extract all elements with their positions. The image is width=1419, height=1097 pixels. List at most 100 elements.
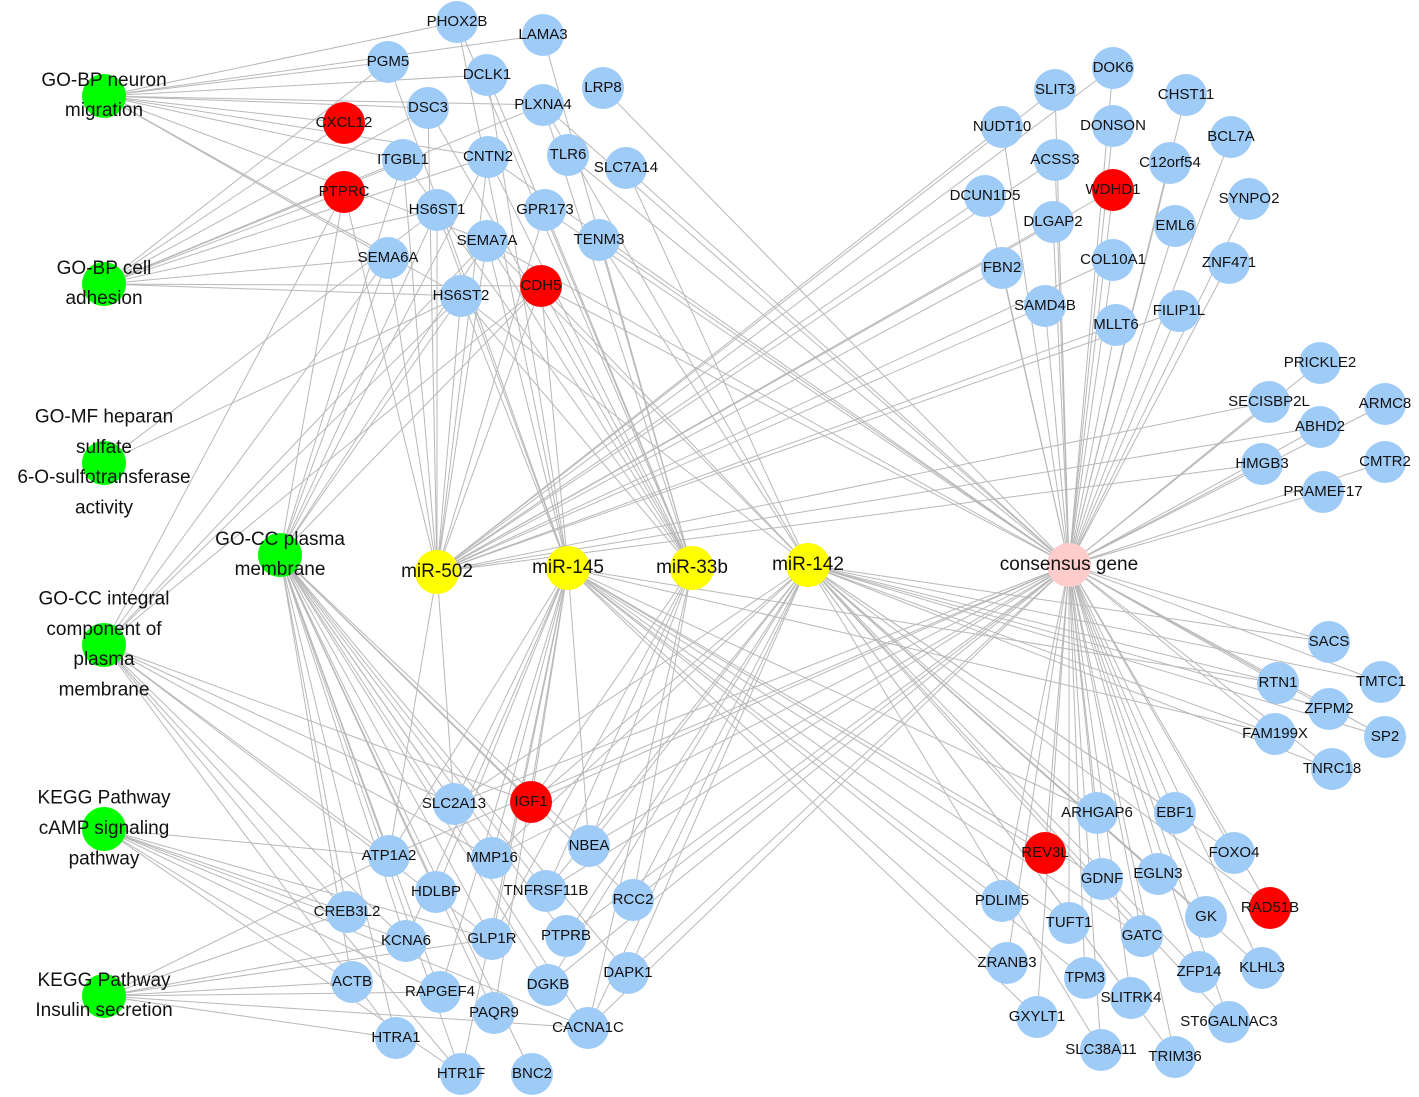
node-cxcl12[interactable]: CXCL12 xyxy=(316,102,373,144)
node-hs6st1[interactable]: HS6ST1 xyxy=(409,189,466,231)
node-circle[interactable] xyxy=(578,219,620,261)
node-nbea[interactable]: NBEA xyxy=(568,825,610,867)
node-rcc2[interactable]: RCC2 xyxy=(612,879,654,921)
node-klhl3[interactable]: KLHL3 xyxy=(1239,947,1285,989)
node-donson[interactable]: DONSON xyxy=(1080,105,1146,147)
node-circle[interactable] xyxy=(1257,662,1299,704)
node-dapk1[interactable]: DAPK1 xyxy=(603,952,653,994)
node-circle[interactable] xyxy=(986,942,1028,984)
node-foxo4[interactable]: FOXO4 xyxy=(1209,832,1260,874)
node-rapgef4[interactable]: RAPGEF4 xyxy=(405,971,475,1013)
node-circle[interactable] xyxy=(1248,381,1290,423)
node-htra1[interactable]: HTRA1 xyxy=(371,1017,421,1059)
node-circle[interactable] xyxy=(436,1,478,43)
node-circle[interactable] xyxy=(323,102,365,144)
node-circle[interactable] xyxy=(1208,242,1250,284)
node-slc38a11[interactable]: SLC38A11 xyxy=(1065,1029,1137,1071)
node-phox2b[interactable]: PHOX2B xyxy=(427,1,488,43)
node-mmp16[interactable]: MMP16 xyxy=(466,837,518,879)
node-circle[interactable] xyxy=(1299,406,1341,448)
node-circle[interactable] xyxy=(520,265,562,307)
node-circle[interactable] xyxy=(1208,1001,1250,1043)
node-fbn2[interactable]: FBN2 xyxy=(981,247,1023,289)
node-htr1f[interactable]: HTR1F xyxy=(437,1053,485,1095)
node-mir-142[interactable]: miR-142 xyxy=(772,543,844,587)
node-circle[interactable] xyxy=(1137,853,1179,895)
node-circle[interactable] xyxy=(1076,792,1118,834)
node-znf471[interactable]: ZNF471 xyxy=(1202,242,1256,284)
node-itgbl1[interactable]: ITGBL1 xyxy=(377,139,429,181)
node-dsc3[interactable]: DSC3 xyxy=(407,87,449,129)
node-circle[interactable] xyxy=(1092,169,1134,211)
node-circle[interactable] xyxy=(546,546,590,590)
node-circle[interactable] xyxy=(1165,74,1207,116)
node-circle[interactable] xyxy=(440,1053,482,1095)
node-wdhd1[interactable]: WDHD1 xyxy=(1086,169,1141,211)
node-circle[interactable] xyxy=(1308,621,1350,663)
node-circle[interactable] xyxy=(1364,716,1406,758)
node-tnfrsf11b[interactable]: TNFRSF11B xyxy=(504,870,589,912)
node-igf1[interactable]: IGF1 xyxy=(510,781,552,823)
node-circle[interactable] xyxy=(467,136,509,178)
node-circle[interactable] xyxy=(1210,116,1252,158)
node-sema6a[interactable]: SEMA6A xyxy=(358,237,419,279)
node-zranb3[interactable]: ZRANB3 xyxy=(977,942,1037,984)
node-circle[interactable] xyxy=(326,891,368,933)
node-mir-145[interactable]: miR-145 xyxy=(532,546,604,590)
node-circle[interactable] xyxy=(568,825,610,867)
node-slc7a14[interactable]: SLC7A14 xyxy=(594,147,658,189)
node-trim36[interactable]: TRIM36 xyxy=(1148,1036,1202,1078)
node-zfpm2[interactable]: ZFPM2 xyxy=(1304,688,1354,730)
node-circle[interactable] xyxy=(567,1007,609,1049)
node-lrp8[interactable]: LRP8 xyxy=(582,67,624,109)
node-circle[interactable] xyxy=(416,189,458,231)
node-circle[interactable] xyxy=(524,189,566,231)
node-circle[interactable] xyxy=(1241,947,1283,989)
node-circle[interactable] xyxy=(1154,1036,1196,1078)
node-circle[interactable] xyxy=(1154,792,1196,834)
node-circle[interactable] xyxy=(1185,896,1227,938)
node-circle[interactable] xyxy=(511,1053,553,1095)
node-circle[interactable] xyxy=(1360,661,1402,703)
node-chst11[interactable]: CHST11 xyxy=(1158,74,1214,116)
node-circle[interactable] xyxy=(415,871,457,913)
node-dgkb[interactable]: DGKB xyxy=(527,964,570,1006)
node-hs6st2[interactable]: HS6ST2 xyxy=(433,275,490,317)
node-st6galnac3[interactable]: ST6GALNAC3 xyxy=(1180,1001,1278,1043)
node-circle[interactable] xyxy=(368,835,410,877)
node-consensus[interactable]: consensus gene xyxy=(1000,543,1138,587)
node-circle[interactable] xyxy=(258,533,302,577)
node-kcna6[interactable]: KCNA6 xyxy=(381,920,431,962)
node-atp1a2[interactable]: ATP1A2 xyxy=(362,835,417,877)
node-gxylt1[interactable]: GXYLT1 xyxy=(1009,996,1065,1038)
node-circle[interactable] xyxy=(466,54,508,96)
node-tlr6[interactable]: TLR6 xyxy=(547,134,589,176)
node-circle[interactable] xyxy=(1024,285,1066,327)
node-circle[interactable] xyxy=(1080,1029,1122,1071)
node-circle[interactable] xyxy=(1364,441,1406,483)
node-sacs[interactable]: SACS xyxy=(1308,621,1350,663)
node-circle[interactable] xyxy=(419,971,461,1013)
node-gk[interactable]: GK xyxy=(1185,896,1227,938)
node-rtn1[interactable]: RTN1 xyxy=(1257,662,1299,704)
node-circle[interactable] xyxy=(605,147,647,189)
node-circle[interactable] xyxy=(981,880,1023,922)
node-circle[interactable] xyxy=(1302,471,1344,513)
node-plxna4[interactable]: PLXNA4 xyxy=(514,84,572,126)
node-circle[interactable] xyxy=(1241,443,1283,485)
node-fam199x[interactable]: FAM199X xyxy=(1242,713,1308,755)
node-col10a1[interactable]: COL10A1 xyxy=(1080,239,1146,281)
node-circle[interactable] xyxy=(1158,290,1200,332)
node-circle[interactable] xyxy=(433,783,475,825)
node-circle[interactable] xyxy=(1016,996,1058,1038)
node-acss3[interactable]: ACSS3 xyxy=(1030,139,1080,181)
node-circle[interactable] xyxy=(1154,205,1196,247)
node-sema7a[interactable]: SEMA7A xyxy=(457,220,518,262)
node-slitrk4[interactable]: SLITRK4 xyxy=(1101,977,1162,1019)
node-circle[interactable] xyxy=(545,915,587,957)
node-synpo2[interactable]: SYNPO2 xyxy=(1219,178,1280,220)
node-creb3l2[interactable]: CREB3L2 xyxy=(314,891,381,933)
node-circle[interactable] xyxy=(466,220,508,262)
